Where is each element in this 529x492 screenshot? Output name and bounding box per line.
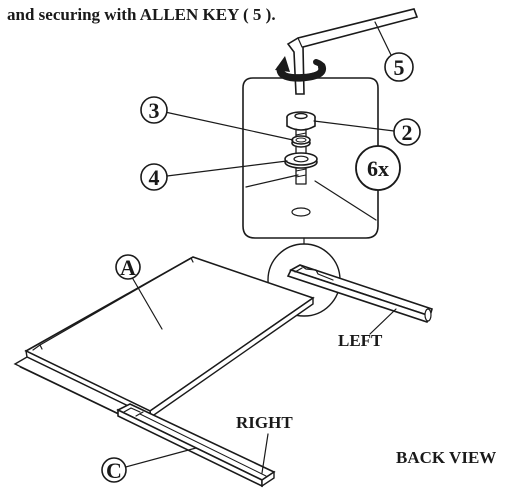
detail-frame — [242, 77, 379, 239]
quantity-badge: 6x — [355, 145, 401, 191]
callout-rail: C — [101, 447, 197, 483]
callout-allen-key: 5 — [374, 21, 414, 82]
hex-socket — [294, 112, 308, 120]
left-rail — [286, 264, 433, 323]
callout-panel: A — [115, 254, 163, 330]
callout-label-4: 4 — [149, 165, 160, 190]
callout-label-c: C — [106, 458, 122, 483]
right-pointer — [261, 433, 269, 474]
label-left: LEFT — [338, 331, 383, 350]
surface-edge-right — [314, 180, 377, 221]
callout-flat-washer: 4 — [140, 160, 288, 191]
bolt-hole — [291, 207, 311, 217]
callout-spring-washer: 3 — [140, 96, 294, 141]
callout-label-2: 2 — [402, 120, 413, 145]
left-pointer — [369, 308, 397, 335]
spring-washer — [291, 135, 311, 148]
detail-panel — [242, 77, 379, 239]
bolt — [286, 111, 316, 185]
rotation-arrow-icon — [275, 56, 327, 82]
flat-washer — [284, 152, 318, 169]
callout-label-a: A — [120, 255, 136, 280]
rail-c — [116, 403, 276, 488]
allen-key — [286, 8, 419, 95]
panel-a — [13, 256, 315, 427]
surface-edge-left — [245, 174, 299, 188]
rail-end-cap — [424, 308, 432, 322]
quantity-label: 6x — [367, 156, 389, 181]
label-right: RIGHT — [236, 413, 293, 432]
callout-bolt: 2 — [313, 118, 421, 146]
callout-label-3: 3 — [149, 98, 160, 123]
callout-label-5: 5 — [394, 55, 405, 80]
label-back-view: BACK VIEW — [396, 448, 496, 467]
instruction-text: and securing with ALLEN KEY ( 5 ). — [7, 5, 276, 24]
